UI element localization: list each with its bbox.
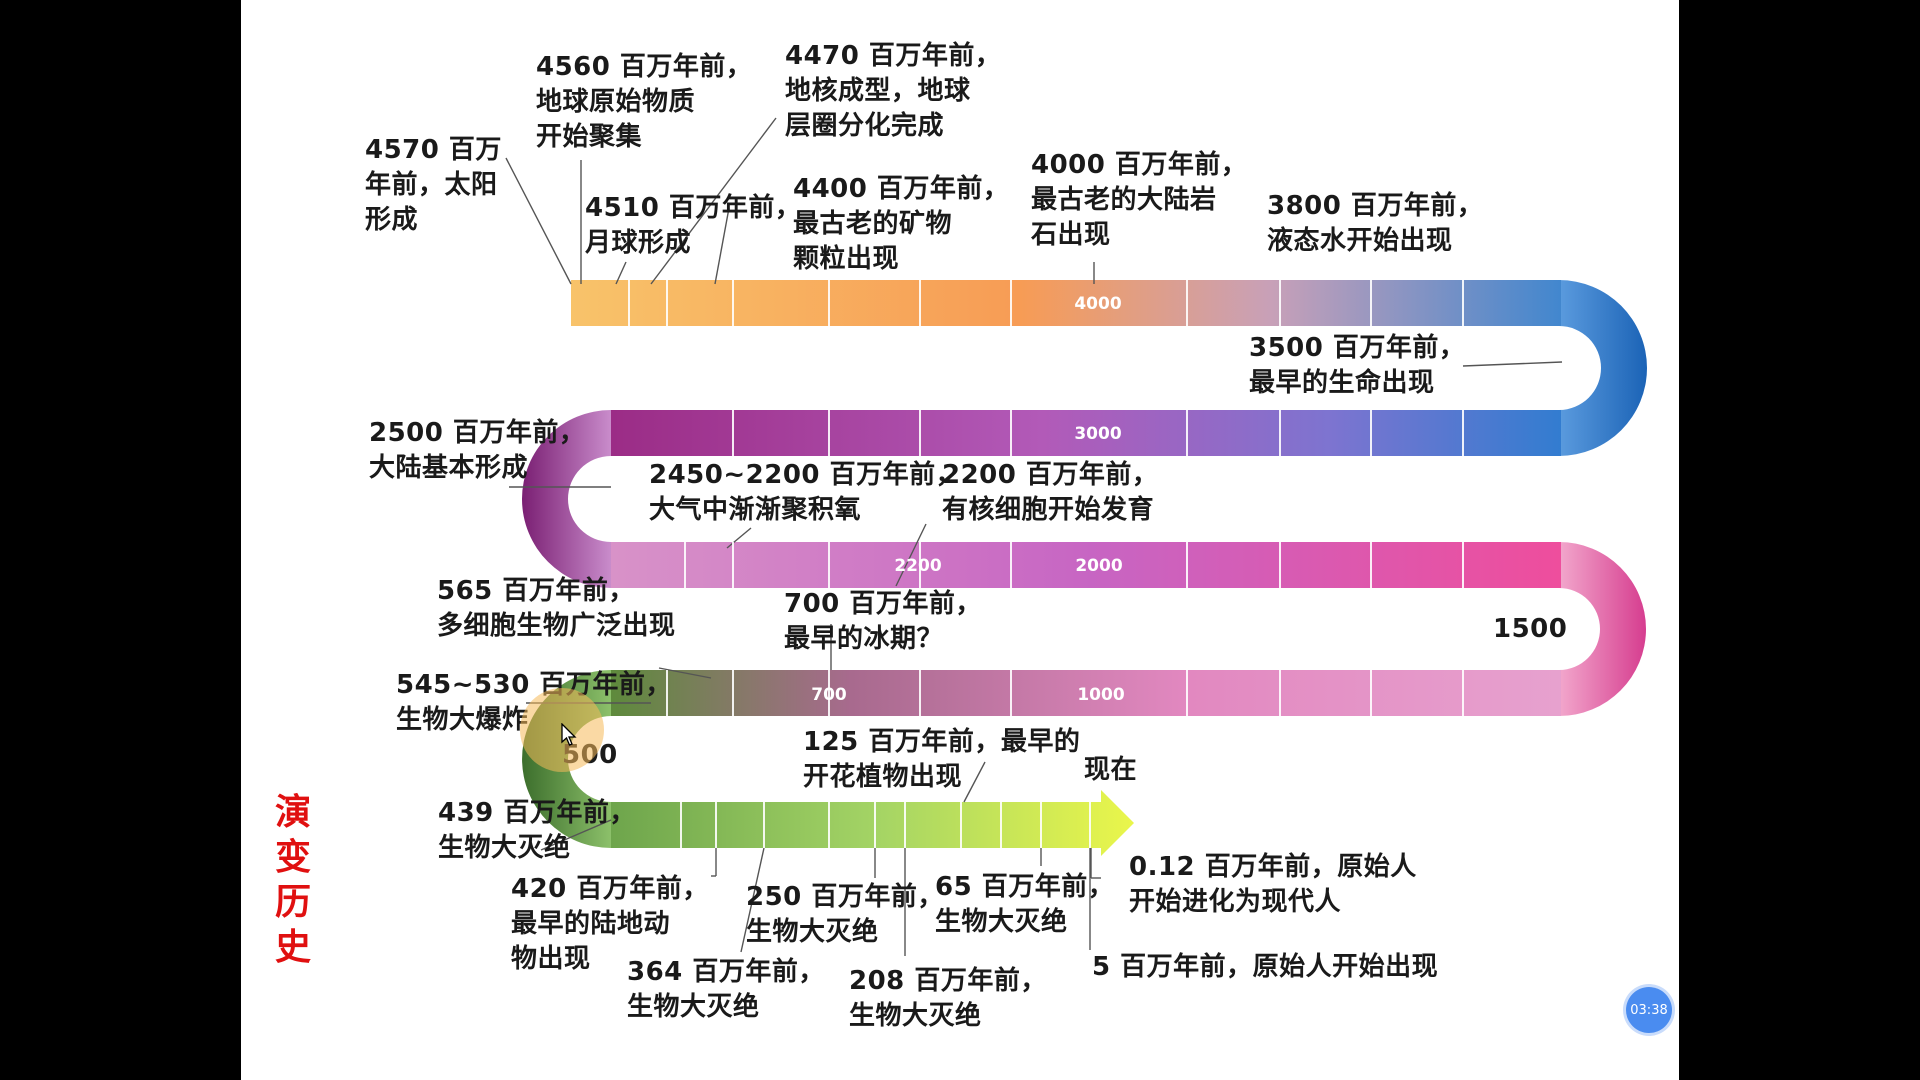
event-3500: 3500 百万年前， 最早的生命出现 [1249,333,1466,398]
ribbon-ticks [628,280,1464,848]
event-250: 250 百万年前， 生物大灭绝 [746,882,944,947]
ribbon-segment-4 [611,670,1561,716]
timer-badge[interactable]: 03:38 [1626,987,1672,1033]
event-2450: 2450~2200 百万年前， 大气中渐渐聚积氧 [649,460,963,525]
tick-3000: 3000 [1074,424,1121,444]
event-3800: 3800 百万年前， 液态水开始出现 [1267,191,1484,256]
ribbon-segment-1 [571,280,1561,326]
tick-700: 700 [811,685,847,705]
tick-2000: 2000 [1075,556,1122,576]
tick-1500: 1500 [1493,614,1568,644]
event-125: 125 百万年前，最早的 开花植物出现 [803,727,1081,792]
leader-lines [505,117,1563,956]
tick-4000: 4000 [1074,294,1121,314]
event-2200: 2200 百万年前， 有核细胞开始发育 [942,460,1159,525]
event-439: 439 百万年前， 生物大灭绝 [438,798,636,863]
event-4560: 4560 百万年前， 地球原始物质 开始聚集 [536,52,753,152]
side-title: 演变历史 [275,791,312,968]
event-012: 0.12 百万年前，原始人 开始进化为现代人 [1129,852,1417,917]
ribbon-turn-3 [1559,542,1646,716]
ribbon-turn-1 [1559,280,1647,456]
event-5: 5 百万年前，原始人开始出现 [1092,952,1439,982]
event-2500: 2500 百万年前， 大陆基本形成 [369,418,586,483]
ribbon-arrow [611,790,1134,856]
event-565: 565 百万年前， 多细胞生物广泛出现 [437,576,676,641]
event-4510: 4510 百万年前， 月球形成 [585,193,802,258]
event-364: 364 百万年前， 生物大灭绝 [627,957,825,1022]
event-208: 208 百万年前， 生物大灭绝 [849,966,1047,1031]
event-4400: 4400 百万年前， 最古老的矿物 颗粒出现 [793,174,1010,274]
event-700: 700 百万年前， 最早的冰期？ [784,589,982,654]
ribbon-segment-3 [611,542,1561,588]
event-4570: 4570 百万 年前，太阳 形成 [365,135,502,235]
event-now: 现在 [1084,755,1138,785]
tick-2200: 2200 [894,556,941,576]
tick-1000: 1000 [1077,685,1124,705]
ribbon-segment-2 [611,410,1561,456]
ribbon-turn-2 [522,410,611,588]
event-4470: 4470 百万年前， 地核成型，地球 层圈分化完成 [785,41,1002,141]
mouse-pointer-icon [561,723,577,746]
event-4000: 4000 百万年前， 最古老的大陆岩 石出现 [1031,150,1248,250]
event-420: 420 百万年前， 最早的陆地动 物出现 [511,874,709,974]
event-65: 65 百万年前， 生物大灭绝 [935,872,1115,937]
slide: 4000 3000 2200 2000 700 1000 4570 百万 年前，… [241,0,1679,1080]
